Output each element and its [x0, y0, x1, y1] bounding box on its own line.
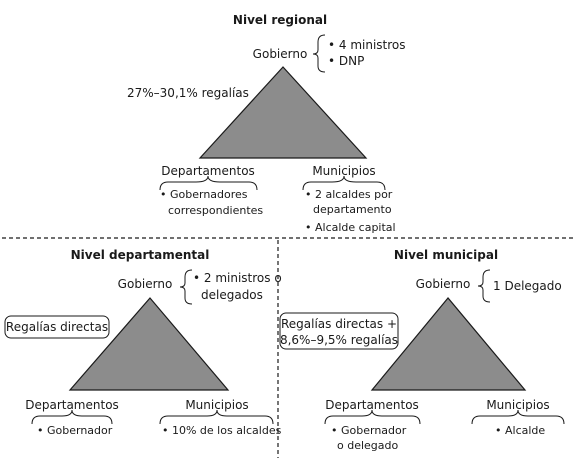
regional-regalias-label: 27%–30,1% regalías — [127, 86, 249, 100]
regional-triangle — [198, 66, 368, 159]
regional-title: Nivel regional — [233, 13, 327, 27]
departamental-gobierno-brace — [179, 269, 193, 305]
departamental-departamentos-brace — [31, 409, 113, 425]
regional-municipios-brace — [302, 175, 386, 191]
regional-gobierno-brace — [312, 34, 326, 73]
regional-municipios-item: departamento — [313, 203, 392, 216]
regional-departamentos-label: Departamentos — [161, 164, 255, 178]
departamental-municipios-brace — [159, 409, 274, 425]
regional-gobierno-label: Gobierno — [253, 47, 308, 61]
departamental-gobierno-item: • 2 ministros o — [193, 271, 282, 285]
departamental-municipios-item: • 10% de los alcaldes — [162, 424, 282, 437]
municipal-title: Nivel municipal — [394, 248, 498, 262]
municipal-regalias-box — [279, 312, 399, 350]
departamental-title: Nivel departamental — [71, 248, 210, 262]
municipal-regalias-label: Regalías directas + — [281, 317, 397, 331]
municipal-departamentos-brace — [324, 409, 421, 425]
municipal-departamentos-label: Departamentos — [325, 398, 419, 412]
regional-municipios-label: Municipios — [312, 164, 375, 178]
municipal-regalias-label: 8,6%–9,5% regalías — [280, 333, 398, 347]
municipal-municipios-label: Municipios — [486, 398, 549, 412]
regional-departamentos-brace — [159, 175, 258, 191]
departamental-triangle — [68, 297, 230, 391]
departamental-gobierno-item: delegados — [201, 288, 263, 302]
municipal-departamentos-item: • Gobernador — [331, 424, 407, 437]
municipal-municipios-item: • Alcalde — [495, 424, 545, 437]
regional-departamentos-item: correspondientes — [168, 204, 263, 217]
departamental-regalias-label: Regalías directas — [6, 320, 108, 334]
municipal-municipios-brace — [471, 409, 565, 425]
regional-municipios-item: • 2 alcaldes por — [305, 188, 393, 201]
departamental-gobierno-label: Gobierno — [118, 277, 173, 291]
municipal-gobierno-item: 1 Delegado — [493, 279, 562, 293]
regional-gobierno-item: • 4 ministros — [328, 38, 406, 52]
departamental-regalias-box — [4, 315, 110, 339]
regional-municipios-item: • Alcalde capital — [305, 221, 396, 234]
municipal-triangle — [370, 297, 527, 391]
departamental-departamentos-label: Departamentos — [25, 398, 119, 412]
regional-gobierno-item: • DNP — [328, 54, 364, 68]
municipal-gobierno-brace — [477, 269, 491, 303]
departamental-municipios-label: Municipios — [185, 398, 248, 412]
regional-departamentos-item: • Gobernadores — [160, 188, 248, 201]
departamental-departamentos-item: • Gobernador — [37, 424, 113, 437]
municipal-gobierno-label: Gobierno — [416, 277, 471, 291]
municipal-departamentos-item: o delegado — [337, 439, 399, 452]
